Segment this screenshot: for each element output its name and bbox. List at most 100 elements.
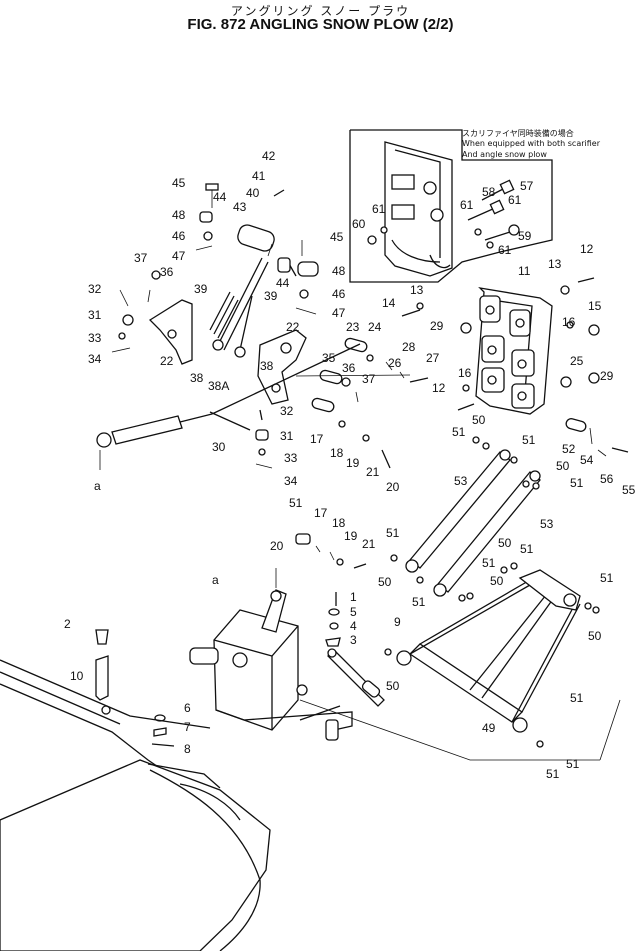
callout: 22 xyxy=(286,320,300,334)
callout: 39 xyxy=(194,282,208,296)
callout: 48 xyxy=(332,264,346,278)
callout: 29 xyxy=(600,369,614,383)
link-rods-53 xyxy=(405,449,541,597)
callout: 8 xyxy=(184,742,191,756)
callout: 50 xyxy=(472,413,486,427)
callout: 9 xyxy=(394,615,401,629)
callout: 17 xyxy=(310,432,324,446)
callout: 15 xyxy=(588,299,602,313)
figure-title: FIG. 872 ANGLING SNOW PLOW (2/2) xyxy=(187,16,454,33)
callout: 42 xyxy=(262,149,276,163)
callout: 51 xyxy=(522,433,536,447)
callout: 32 xyxy=(280,404,294,418)
callout: 14 xyxy=(382,296,396,310)
callout: 31 xyxy=(280,429,294,443)
callout: 51 xyxy=(412,595,426,609)
callout: 38 xyxy=(190,371,204,385)
callout: 53 xyxy=(540,517,554,531)
inset-frame xyxy=(349,129,553,283)
callout: 6 xyxy=(184,701,191,715)
spring-and-rod-parts xyxy=(195,183,319,358)
callout: 60 xyxy=(352,217,366,231)
callout: 61 xyxy=(372,202,386,216)
callout: 53 xyxy=(454,474,468,488)
callout: 13 xyxy=(410,283,424,297)
callout: 37 xyxy=(134,251,148,265)
callout: 24 xyxy=(368,320,382,334)
inset-bolts xyxy=(367,179,520,249)
callout: 51 xyxy=(386,526,400,540)
callout: 45 xyxy=(330,230,344,244)
callout: 43 xyxy=(233,200,247,214)
callout: 47 xyxy=(332,306,346,320)
callout: 22 xyxy=(160,354,174,368)
callout: 12 xyxy=(432,381,446,395)
callout: 35 xyxy=(322,351,336,365)
inset-note-japanese: スカリファイヤ同時装備の場合 xyxy=(462,129,574,138)
callout: 39 xyxy=(264,289,278,303)
callout: 57 xyxy=(520,179,534,193)
small-fasteners-left xyxy=(111,270,161,353)
left-bracket-22 xyxy=(148,299,193,365)
callout: 2 xyxy=(64,617,71,631)
callout: 50 xyxy=(386,679,400,693)
callout: 40 xyxy=(246,186,260,200)
callout: 10 xyxy=(70,669,84,683)
callout: 7 xyxy=(184,720,191,734)
callout: 1 xyxy=(350,590,357,604)
callout: 28 xyxy=(402,340,416,354)
callout: 51 xyxy=(546,767,560,781)
callout: 33 xyxy=(284,451,298,465)
callout: 59 xyxy=(518,229,532,243)
callout: 41 xyxy=(252,169,266,183)
callout: 33 xyxy=(88,331,102,345)
callout: 61 xyxy=(508,193,522,207)
callout: 34 xyxy=(88,352,102,366)
callout: 37 xyxy=(362,372,376,386)
callout: 55 xyxy=(622,483,636,497)
callout: 20 xyxy=(270,539,284,553)
callout: 11 xyxy=(518,264,531,278)
callout: 38 xyxy=(260,359,274,373)
callout: 61 xyxy=(498,243,512,257)
callout: 36 xyxy=(160,265,174,279)
callout: 50 xyxy=(498,536,512,550)
callout: 51 xyxy=(566,757,580,771)
callout: 3 xyxy=(350,633,357,647)
leader-lines xyxy=(295,374,621,761)
callout: 5 xyxy=(350,605,357,619)
callout: 56 xyxy=(600,472,614,486)
callout: 36 xyxy=(342,361,356,375)
callout: 34 xyxy=(284,474,298,488)
pins-and-clips xyxy=(209,337,429,469)
callout: 44 xyxy=(213,190,227,204)
callout: 46 xyxy=(332,287,346,301)
washers-and-nuts-50-51 xyxy=(384,436,600,748)
callout: 50 xyxy=(556,459,570,473)
callout: 16 xyxy=(458,366,472,380)
callout-labels: 42 41 40 45 44 43 48 46 47 45 44 48 46 4… xyxy=(64,149,636,781)
callout: 4 xyxy=(350,619,357,633)
callout: 52 xyxy=(562,442,576,456)
callout: 51 xyxy=(482,556,496,570)
inset-note-line-1: When equipped with both scarifier xyxy=(462,139,600,148)
upper-pins-17-21 xyxy=(275,533,367,588)
callout: 50 xyxy=(378,575,392,589)
callout: 16 xyxy=(562,315,576,329)
callout: 13 xyxy=(548,257,562,271)
callout: 12 xyxy=(580,242,594,256)
callout: 51 xyxy=(520,542,534,556)
callout: 19 xyxy=(344,529,358,543)
main-bracket-pin-parts xyxy=(325,592,385,707)
callout: 18 xyxy=(330,446,344,460)
callout: 51 xyxy=(570,691,584,705)
callout: 54 xyxy=(580,453,594,467)
main-bracket-1 xyxy=(189,589,353,741)
callout: 17 xyxy=(314,506,328,520)
callout: 58 xyxy=(482,185,496,199)
callout: 38A xyxy=(208,379,229,393)
callout: 19 xyxy=(346,456,360,470)
center-bracket-22 xyxy=(257,329,307,405)
callout: 29 xyxy=(430,319,444,333)
